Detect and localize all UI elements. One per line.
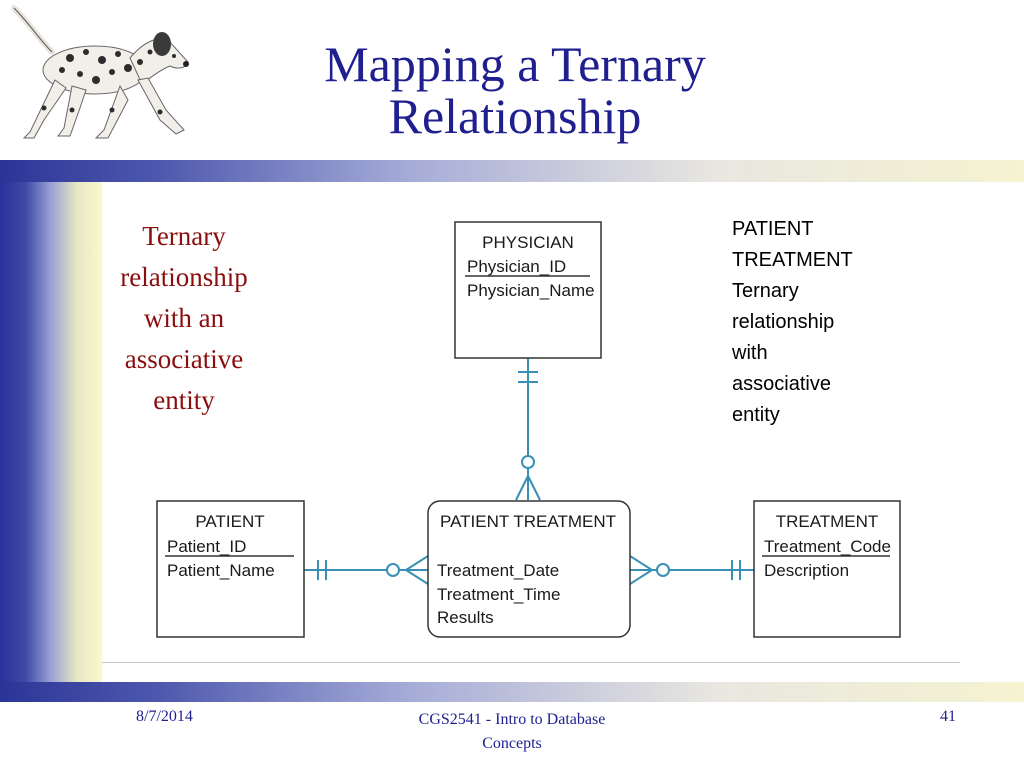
entity-name: TREATMENT [776, 512, 879, 531]
attribute: Results [437, 608, 494, 627]
right-caption-line: TREATMENT [732, 249, 853, 271]
slide-title: Mapping a Ternary Relationship [190, 38, 840, 142]
treatment-crow-foot-top [629, 555, 653, 571]
physician-crow-foot-right [527, 475, 541, 501]
title-line-2: Relationship [388, 88, 642, 144]
patient-crow-foot-top [405, 555, 429, 571]
attribute: Physician_Name [467, 281, 595, 300]
associative-entity-box [427, 500, 631, 638]
left-caption-line: associative [124, 344, 244, 374]
right-caption-line: entity [732, 404, 780, 426]
right-caption-line: with [732, 342, 768, 364]
primary-key-attribute: Physician_ID [467, 257, 566, 276]
attribute: Patient_Name [167, 561, 275, 580]
left-gradient-band [0, 182, 102, 682]
attribute: Treatment_Date [437, 561, 559, 580]
bottom-gradient-band [0, 682, 1024, 702]
footer-course-line-1: CGS2541 - Intro to Database [418, 711, 606, 728]
relationship-lines [304, 358, 754, 585]
left-caption-line: entity [153, 385, 215, 415]
physician-zero-circle [521, 455, 535, 469]
footer-course: CGS2541 - Intro to Database Concepts [380, 708, 644, 756]
title-line-1: Mapping a Ternary [324, 36, 706, 92]
treatment-zero-circle [656, 563, 670, 577]
patient-zero-circle [386, 563, 400, 577]
right-caption: PATIENT TREATMENT Ternary relationship w… [732, 214, 932, 431]
entity-name: PHYSICIAN [482, 233, 574, 252]
attribute: Description [764, 561, 849, 580]
dalmatian-dog-icon [11, 5, 189, 139]
entity-name: PATIENT [195, 512, 264, 531]
entity-name: PATIENT TREATMENT [440, 512, 616, 531]
entity-box [454, 221, 602, 359]
patient-crow-foot-bottom [405, 569, 429, 585]
entity-treatment: TREATMENT Treatment_Code Description [753, 500, 901, 638]
primary-key-attribute: Treatment_Code [764, 537, 891, 556]
treatment-crow-foot-bottom [629, 569, 653, 585]
left-caption: Ternary relationship with an associative… [100, 216, 268, 421]
top-gradient-band [0, 160, 1024, 182]
entity-patient-treatment: PATIENT TREATMENT Treatment_Date Treatme… [427, 500, 631, 638]
right-caption-line: PATIENT [732, 218, 814, 240]
entity-box [156, 500, 305, 638]
right-caption-line: Ternary [732, 280, 799, 302]
physician-crow-foot-left [515, 475, 529, 501]
right-caption-line: relationship [732, 311, 835, 333]
attribute: Treatment_Time [437, 585, 560, 604]
primary-key-attribute: Patient_ID [167, 537, 246, 556]
entity-box [753, 500, 901, 638]
left-caption-line: with an [143, 303, 225, 333]
footer-page-number: 41 [940, 708, 956, 725]
left-caption-line: relationship [120, 262, 248, 292]
footer-date: 8/7/2014 [136, 708, 193, 725]
entity-patient: PATIENT Patient_ID Patient_Name [156, 500, 305, 638]
right-caption-line: associative [732, 373, 831, 395]
entity-physician: PHYSICIAN Physician_ID Physician_Name [454, 221, 602, 359]
footer-course-line-2: Concepts [482, 735, 542, 752]
content-divider [102, 662, 960, 663]
left-caption-line: Ternary [142, 221, 226, 251]
